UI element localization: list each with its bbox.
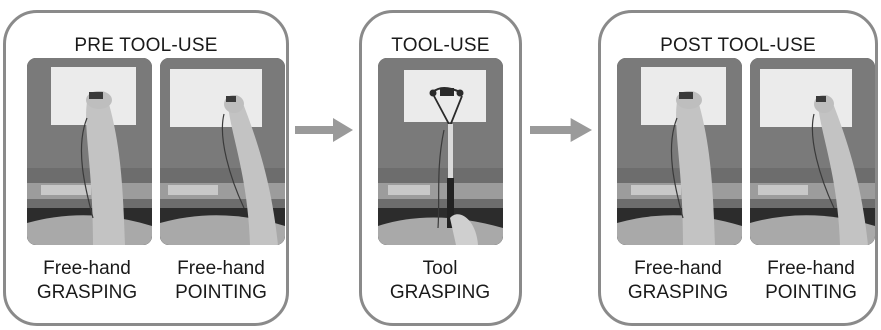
caption-line: GRASPING bbox=[36, 282, 138, 303]
photo-pre-grasping bbox=[27, 58, 152, 245]
panel-tool-use: TOOL-USE Tool GRASPING bbox=[359, 10, 522, 326]
photo-post-grasping bbox=[617, 58, 742, 245]
caption-line: Free-hand bbox=[634, 258, 722, 279]
arrow-right-icon bbox=[530, 118, 592, 142]
photo-post-pointing bbox=[750, 58, 875, 245]
caption-post-grasping: Free-hand GRASPING bbox=[613, 257, 743, 305]
panel-post-tool-use: POST TOOL-USE Free-hand GRASPING Free-ha… bbox=[598, 10, 878, 326]
caption-line: GRASPING bbox=[627, 282, 729, 303]
panel-title-post: POST TOOL-USE bbox=[660, 35, 816, 56]
caption-line: Tool bbox=[422, 258, 458, 279]
photo-tool-grasping bbox=[378, 58, 503, 245]
panel-title-tool: TOOL-USE bbox=[391, 35, 490, 56]
caption-line: Free-hand bbox=[43, 258, 131, 279]
photo-pre-pointing bbox=[160, 58, 285, 245]
caption-line: GRASPING bbox=[389, 282, 491, 303]
panel-pre-tool-use: PRE TOOL-USE Free-hand GRASPING Free-han… bbox=[3, 10, 289, 326]
caption-pre-pointing: Free-hand POINTING bbox=[156, 257, 286, 305]
caption-post-pointing: Free-hand POINTING bbox=[746, 257, 876, 305]
caption-line: POINTING bbox=[175, 282, 267, 303]
caption-line: Free-hand bbox=[177, 258, 265, 279]
caption-line: POINTING bbox=[765, 282, 857, 303]
caption-pre-grasping: Free-hand GRASPING bbox=[22, 257, 152, 305]
panel-title-pre: PRE TOOL-USE bbox=[74, 35, 218, 56]
caption-tool-grasping: Tool GRASPING bbox=[375, 257, 505, 305]
arrow-right-icon bbox=[295, 118, 353, 142]
caption-line: Free-hand bbox=[767, 258, 855, 279]
